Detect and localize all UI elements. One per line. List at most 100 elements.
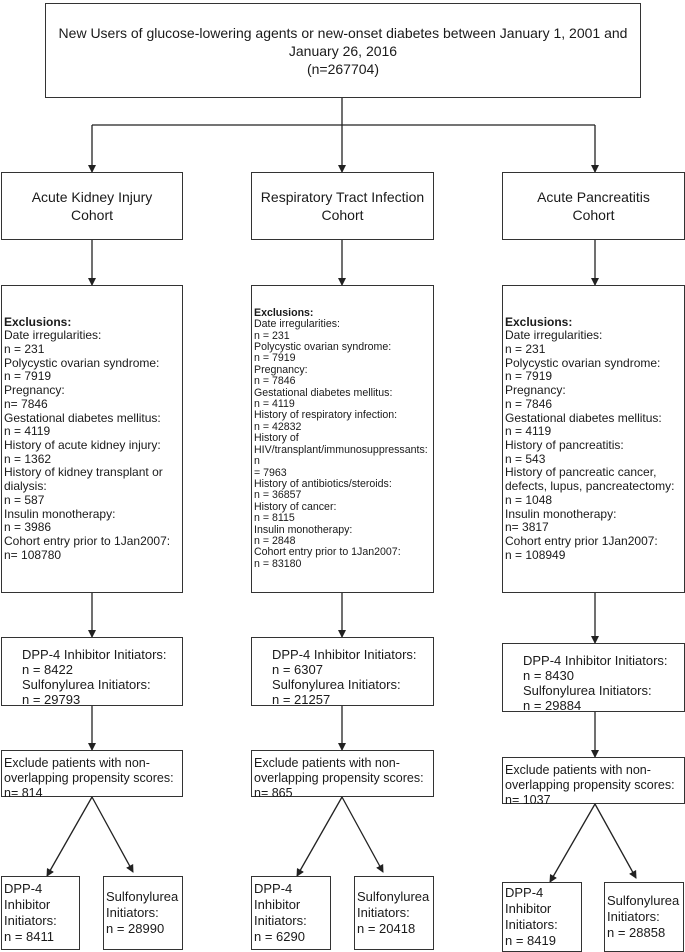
box-line: Gestational diabetes mellitus: bbox=[254, 386, 393, 399]
box-line: Initiators: bbox=[4, 913, 57, 928]
box-line: Sulfonylurea bbox=[357, 889, 430, 904]
box-line: n = 2848 bbox=[254, 534, 296, 547]
box-line: n = 6290 bbox=[254, 929, 305, 944]
box-line: n = 29884 bbox=[523, 698, 582, 713]
box-line: n= 814 bbox=[4, 786, 43, 800]
box-line: overlapping propensity scores: bbox=[505, 778, 675, 792]
box-line: n = 29793 bbox=[22, 692, 81, 707]
box-line: Pregnancy: bbox=[4, 383, 65, 398]
box-line: n= 108780 bbox=[4, 547, 62, 562]
box-line: n = 28858 bbox=[607, 925, 666, 940]
box-line: Initiators: bbox=[254, 913, 307, 928]
box-line: n= 7846 bbox=[4, 396, 48, 411]
box-line: n= 3817 bbox=[505, 520, 549, 535]
box-line: Pregnancy: bbox=[254, 363, 308, 376]
box-line: n = 4119 bbox=[505, 424, 552, 439]
box-line: n= 865 bbox=[254, 786, 293, 800]
box-line: n = 1362 bbox=[4, 451, 52, 466]
arrow bbox=[341, 796, 384, 873]
box-line: n = 587 bbox=[4, 492, 45, 507]
box-line: n = 8115 bbox=[254, 512, 295, 525]
box-line: DPP-4 Inhibitor Initiators: bbox=[22, 647, 167, 662]
box-line: n = 108949 bbox=[505, 547, 566, 562]
box-line: n = 7919 bbox=[505, 369, 553, 384]
box-line: Gestational diabetes mellitus: bbox=[4, 410, 161, 425]
box-line: History of cancer: bbox=[254, 500, 337, 513]
box-line: n = 83180 bbox=[254, 557, 302, 570]
box-line: History of pancreatic cancer, bbox=[505, 465, 657, 480]
box-line: Polycystic ovarian syndrome: bbox=[4, 355, 160, 370]
cohort-title: Cohort bbox=[321, 207, 364, 223]
box-line: DPP-4 bbox=[4, 881, 43, 896]
box-line: History of pancreatitis: bbox=[505, 438, 624, 452]
box-line: Insulin monotherapy: bbox=[505, 506, 617, 521]
cohort-title: Acute Pancreatitis bbox=[537, 189, 650, 205]
box-line: Initiators: bbox=[106, 905, 159, 920]
box-line: n = 3986 bbox=[4, 520, 52, 535]
propensity-exclusion-box: Exclude patients with non-overlapping pr… bbox=[502, 757, 685, 807]
source-count: (n=267704) bbox=[306, 60, 379, 77]
box-line: History of kidney transplant or bbox=[4, 465, 163, 480]
box-line: DPP-4 bbox=[505, 885, 544, 900]
box-line: Inhibitor bbox=[254, 897, 301, 912]
box-line: Initiators: bbox=[607, 909, 660, 924]
box-line: overlapping propensity scores: bbox=[254, 771, 424, 785]
box-line: Sulfonylurea bbox=[106, 889, 179, 904]
box-line: History of respiratory infection: bbox=[254, 409, 398, 422]
box-line: History of antibiotics/steroids: bbox=[254, 477, 392, 490]
box-line: History of bbox=[254, 432, 299, 445]
arrow bbox=[91, 796, 134, 873]
box-line: overlapping propensity scores: bbox=[4, 771, 174, 785]
source-population-box: New Users of glucose-lowering agents or … bbox=[45, 3, 641, 98]
box-line: n = 8422 bbox=[22, 662, 73, 677]
box-line: = 7963 bbox=[254, 466, 287, 479]
box-line: Inhibitor bbox=[505, 901, 552, 916]
box-line: Date irregularities: bbox=[254, 318, 340, 331]
box-line: n = 20418 bbox=[357, 921, 416, 936]
propensity-exclusion-box: Exclude patients with non-overlapping pr… bbox=[1, 750, 183, 800]
box-line: Gestational diabetes mellitus: bbox=[505, 410, 662, 425]
cohort-title: Acute Kidney Injury bbox=[31, 189, 153, 205]
box-line: Sulfonylurea Initiators: bbox=[272, 677, 401, 692]
box-line: n = 543 bbox=[505, 451, 546, 466]
exclusions-heading: Exclusions: bbox=[505, 314, 573, 329]
arrow bbox=[296, 796, 343, 877]
source-line: January 26, 2016 bbox=[288, 42, 398, 59]
box-line: n = 8411 bbox=[4, 929, 55, 944]
box-line: Sulfonylurea Initiators: bbox=[523, 683, 652, 698]
box-line: n = 4119 bbox=[4, 424, 51, 439]
box-line: DPP-4 Inhibitor Initiators: bbox=[523, 653, 668, 668]
box-line: n = 42832 bbox=[254, 420, 302, 433]
arrow bbox=[46, 796, 93, 877]
box-line: Date irregularities: bbox=[4, 328, 102, 343]
box-line: n = 7919 bbox=[4, 369, 52, 384]
box-line: HIV/transplant/immunosuppressants: n bbox=[254, 443, 428, 468]
box-line: Polycystic ovarian syndrome: bbox=[505, 355, 661, 370]
cohort-title: Respiratory Tract Infection bbox=[260, 189, 425, 205]
box-line: Sulfonylurea Initiators: bbox=[22, 677, 151, 692]
box-line: Polycystic ovarian syndrome: bbox=[254, 341, 392, 354]
box-line: Cohort entry prior 1Jan2007: bbox=[505, 533, 658, 548]
box-line: n = 6307 bbox=[272, 662, 323, 677]
box-line: n = 8419 bbox=[505, 933, 556, 948]
box-line: Sulfonylurea bbox=[607, 893, 680, 908]
box-line: Pregnancy: bbox=[505, 383, 566, 398]
box-line: Insulin monotherapy: bbox=[254, 523, 353, 536]
box-line: dialysis: bbox=[4, 479, 47, 494]
exclusions-heading: Exclusions: bbox=[254, 306, 314, 319]
box-line: n = 4119 bbox=[254, 398, 295, 411]
